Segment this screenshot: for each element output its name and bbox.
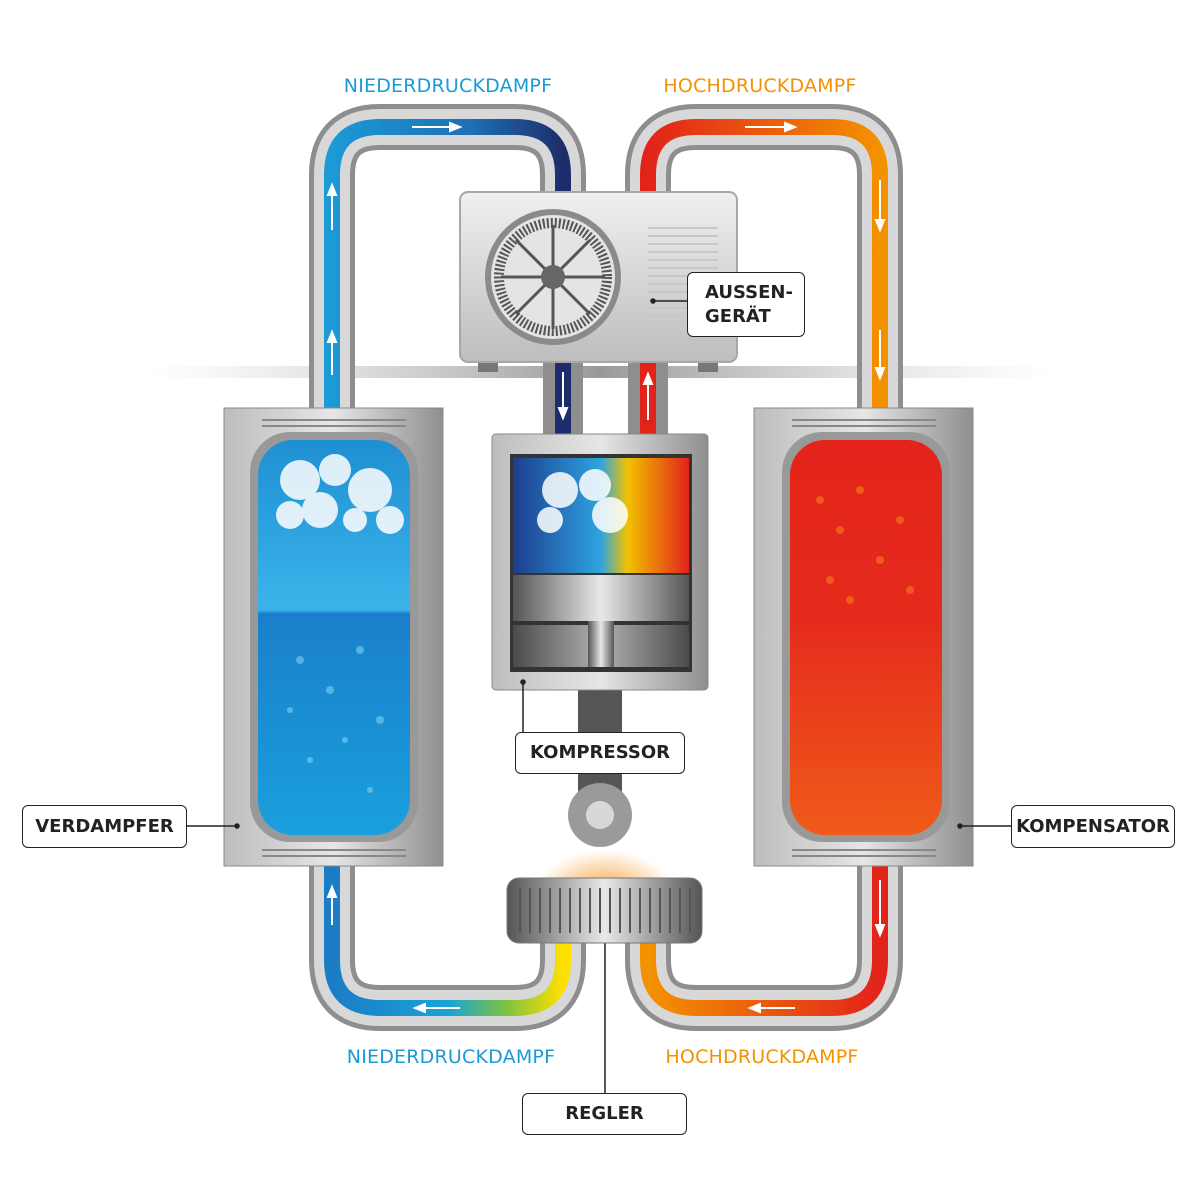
outdoor-unit-label: AUSSEN- GERÄT: [687, 272, 805, 337]
outdoor-unit: [459, 191, 738, 372]
vent-grille: [648, 227, 718, 317]
condenser-label: KOMPENSATOR: [1011, 805, 1175, 848]
condenser-tank: [753, 407, 974, 867]
outdoor-unit-label-line1: AUSSEN-: [705, 281, 793, 303]
evaporator-tank: [223, 407, 444, 867]
flow-arrows: [326, 121, 886, 1014]
leader-lines: [187, 298, 1011, 829]
flow-label-low-pressure-top: NIEDERDRUCKDAMPF: [343, 75, 553, 97]
evaporator-label: VERDAMPFER: [22, 805, 187, 848]
regulator: [506, 850, 703, 1093]
compressor: [491, 433, 709, 847]
flow-label-low-pressure-bottom: NIEDERDRUCKDAMPF: [346, 1046, 556, 1068]
flow-label-high-pressure-bottom: HOCHDRUCKDAMPF: [665, 1046, 859, 1068]
compressor-label: KOMPRESSOR: [515, 732, 685, 774]
flow-label-high-pressure-top: HOCHDRUCKDAMPF: [663, 75, 857, 97]
outdoor-unit-label-line2: GERÄT: [705, 305, 771, 327]
ground-shadow: [150, 366, 1050, 378]
fan-icon: [485, 209, 621, 345]
regulator-label: REGLER: [522, 1093, 687, 1135]
